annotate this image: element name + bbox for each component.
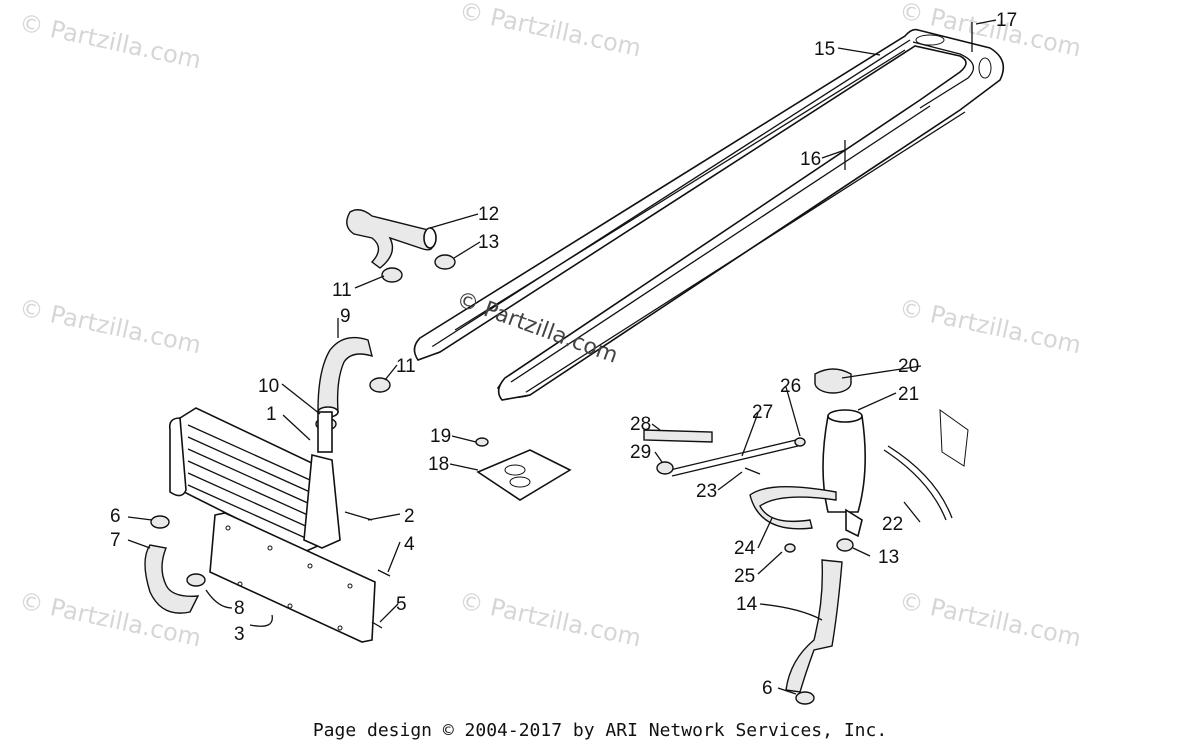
callout-27: 27 bbox=[752, 402, 773, 423]
callout-13: 13 bbox=[878, 547, 899, 568]
callout-24: 24 bbox=[734, 538, 756, 559]
callout-29: 29 bbox=[630, 442, 651, 463]
watermark-text: © Partzilla.com bbox=[457, 586, 644, 652]
callout-18: 18 bbox=[428, 454, 449, 475]
coolant-reservoir bbox=[814, 368, 866, 538]
upper-hose bbox=[346, 209, 437, 269]
callout-22: 22 bbox=[882, 514, 903, 535]
callout-11: 11 bbox=[396, 356, 416, 377]
callout-15: 15 bbox=[814, 39, 835, 60]
callout-21: 21 bbox=[898, 384, 919, 405]
fasteners bbox=[344, 22, 973, 629]
radiator bbox=[168, 407, 341, 553]
callout-8: 8 bbox=[234, 598, 245, 619]
vent-hose bbox=[883, 408, 969, 521]
leader-lines bbox=[127, 19, 997, 695]
callout-3: 3 bbox=[234, 624, 245, 645]
watermark-text: © Partzilla.com bbox=[17, 8, 204, 74]
overflow-hose bbox=[643, 429, 806, 477]
callout-9: 9 bbox=[340, 306, 351, 327]
lower-hose-left bbox=[144, 544, 200, 614]
watermark-text: © Partzilla.com bbox=[897, 293, 1084, 359]
callout-2: 2 bbox=[404, 506, 415, 527]
callout-16: 16 bbox=[800, 149, 821, 170]
callout-11: 11 bbox=[332, 280, 352, 301]
callout-12: 12 bbox=[478, 204, 499, 225]
heat-exchanger-frame bbox=[413, 28, 1005, 401]
callout-6: 6 bbox=[762, 678, 773, 699]
watermark-text: © Partzilla.com bbox=[457, 0, 644, 62]
callout-labels: 1 2 3 4 5 6 7 8 9 10 11 11 12 13 13 14 1… bbox=[110, 10, 1017, 699]
radiator-shroud-panel bbox=[209, 512, 376, 643]
callout-14: 14 bbox=[736, 594, 758, 615]
callout-6: 6 bbox=[110, 506, 121, 527]
middle-hose bbox=[317, 336, 373, 418]
callout-4: 4 bbox=[404, 534, 415, 555]
callout-13: 13 bbox=[478, 232, 499, 253]
access-plate bbox=[476, 449, 572, 501]
reservoir-strap bbox=[749, 486, 837, 530]
callout-17: 17 bbox=[996, 10, 1017, 31]
page-footer: Page design © 2004-2017 by ARI Network S… bbox=[312, 720, 888, 741]
callout-28: 28 bbox=[630, 414, 651, 435]
callout-20: 20 bbox=[898, 356, 919, 377]
callout-23: 23 bbox=[696, 481, 717, 502]
callout-7: 7 bbox=[110, 530, 121, 551]
callout-1: 1 bbox=[266, 404, 277, 425]
callout-25: 25 bbox=[734, 566, 755, 587]
callout-26: 26 bbox=[780, 376, 801, 397]
watermark-text: © Partzilla.com bbox=[897, 586, 1084, 652]
callout-5: 5 bbox=[396, 594, 407, 615]
watermark-text: © Partzilla.com bbox=[17, 293, 204, 359]
callout-19: 19 bbox=[430, 426, 451, 447]
lower-hose-right bbox=[785, 559, 843, 693]
callout-10: 10 bbox=[258, 376, 279, 397]
